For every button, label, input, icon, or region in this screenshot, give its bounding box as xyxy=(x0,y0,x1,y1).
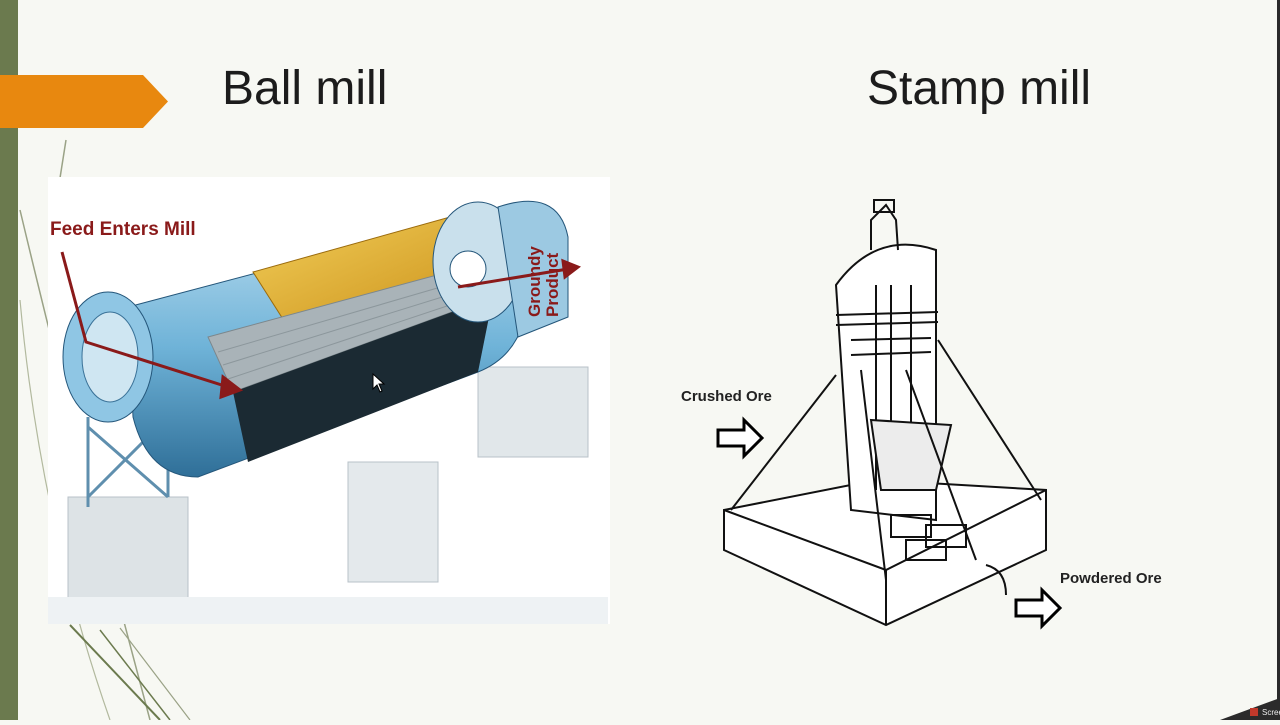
stamp-mill-figure: Crushed Ore Powdered Ore xyxy=(676,190,1216,640)
ball-mill-title: Ball mill xyxy=(222,62,388,115)
powdered-ore-label: Powdered Ore xyxy=(1060,570,1162,587)
window-right-edge xyxy=(1277,0,1280,720)
taskbar-corner-text: Screen xyxy=(1262,708,1280,717)
crushed-ore-label: Crushed Ore xyxy=(681,388,772,405)
feed-enters-mill-label: Feed Enters Mill xyxy=(50,219,196,240)
orange-arrow-accent xyxy=(0,75,168,128)
mouse-cursor-icon xyxy=(372,373,386,393)
ball-mill-figure: Feed Enters Mill Groundy Product xyxy=(48,177,610,624)
taskbar-corner[interactable]: Screen xyxy=(1220,698,1280,720)
ground-product-label: Groundy Product xyxy=(525,246,562,317)
slide-left-bar xyxy=(0,0,18,720)
stamp-mill-title: Stamp mill xyxy=(867,62,1092,115)
